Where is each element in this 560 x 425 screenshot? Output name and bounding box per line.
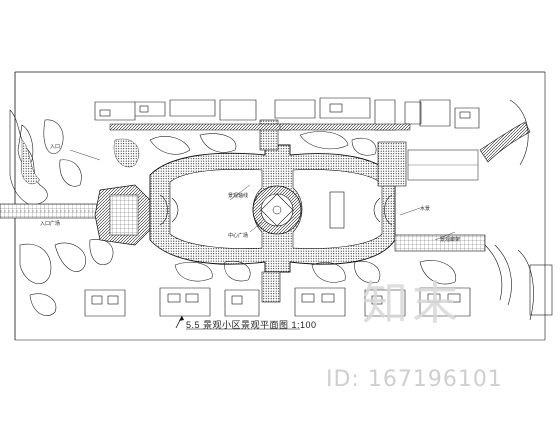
bottom-buildings [84,287,471,317]
leader-lines [69,149,456,241]
upper-landscape [149,131,377,156]
callout-3: 中心广场 [228,233,249,239]
north-arrow-icon [175,315,184,329]
right-corridor [377,121,531,306]
top-walls [109,123,411,131]
callout-6: 入口广场 [40,221,61,227]
left-dotted-area [21,138,140,185]
drawing-caption: 5.5 景观小区景观平面图 1:100 [186,320,317,330]
entrance-plaza [94,184,151,246]
central-plaza [252,185,302,235]
callout-5: 景观廊架 [440,237,461,243]
callout-2: 景观轴线 [228,193,249,199]
pavilions [159,191,393,229]
top-buildings [94,97,480,131]
right-edge [509,99,553,321]
callout-1: 入口 [50,144,61,150]
watermark-id: ID: 167196101 [326,367,503,392]
callout-4: 水景 [420,206,431,212]
sheet-frame [14,71,546,341]
entrance-road [0,203,111,219]
watermark-logo: 知末 [362,276,462,330]
